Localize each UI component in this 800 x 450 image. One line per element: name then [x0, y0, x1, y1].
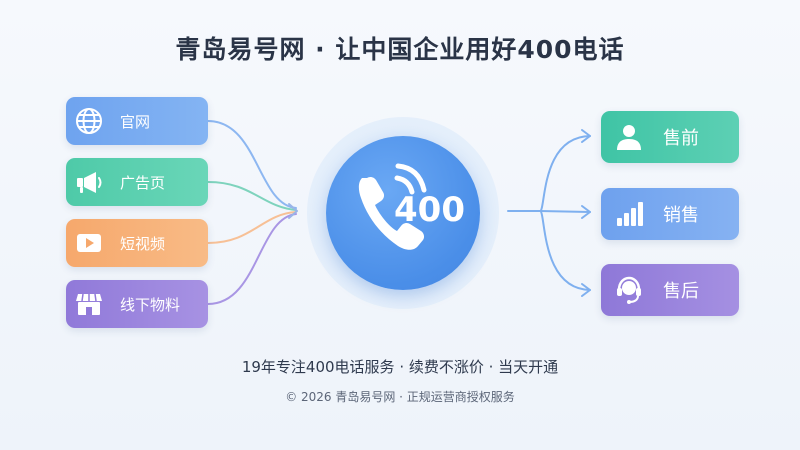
destination-label: 销售 [663, 205, 699, 226]
store-icon [66, 280, 112, 328]
arrowhead-sales [581, 205, 591, 219]
hub-number: 400 [394, 190, 465, 230]
source-label: 官网 [120, 112, 151, 131]
connector-aftersales [539, 210, 591, 291]
connector-official-site [207, 120, 297, 209]
destination-label: 售后 [663, 281, 699, 302]
globe-icon [66, 97, 112, 145]
footer-copyright: © 2026 青岛易号网 · 正规运营商授权服务 [285, 390, 515, 404]
connector-sales [539, 210, 591, 213]
arrowhead-presales [581, 129, 591, 143]
connector-presales [539, 135, 591, 212]
destination-aftersales[interactable]: 售后 [601, 264, 739, 316]
source-ad-page[interactable]: 广告页 [66, 158, 208, 206]
hub-400-circle [326, 136, 480, 290]
destination-label: 售前 [663, 128, 699, 149]
page-title: 青岛易号网 · 让中国企业用好400电话 [175, 35, 625, 64]
destination-presales[interactable]: 售前 [601, 111, 739, 163]
source-label: 线下物料 [120, 295, 181, 314]
arrowhead-hub-in [288, 203, 298, 219]
headset-icon [601, 264, 657, 316]
destination-sales[interactable]: 销售 [601, 188, 739, 240]
megaphone-icon [66, 158, 112, 206]
source-offline-materials[interactable]: 线下物料 [66, 280, 208, 328]
connector-offline [207, 213, 297, 305]
phone-ringing-icon [358, 163, 427, 250]
connector-ad-page [207, 181, 297, 211]
source-official-site[interactable]: 官网 [66, 97, 208, 145]
tagline: 19年专注400电话服务 · 续费不涨价 · 当天开通 [241, 358, 559, 376]
source-label: 广告页 [120, 173, 166, 192]
source-short-video[interactable]: 短视频 [66, 219, 208, 267]
user-icon [601, 111, 657, 163]
bar-chart-icon [601, 188, 657, 240]
play-video-icon [66, 219, 112, 267]
source-label: 短视频 [120, 234, 166, 253]
arrowhead-aftersales [581, 283, 591, 297]
connector-short-video [207, 211, 297, 244]
